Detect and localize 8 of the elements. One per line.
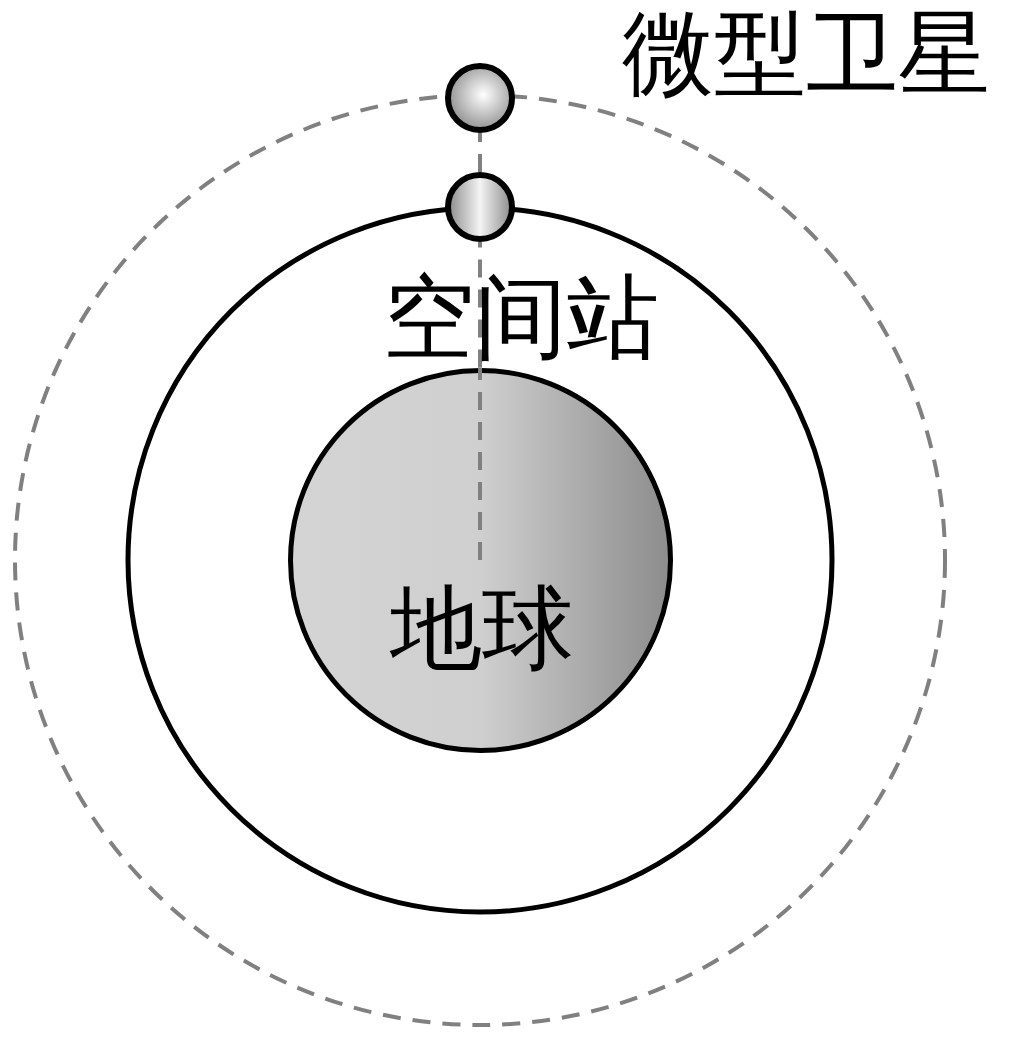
planet-circle: [287, 367, 673, 753]
satellite-circle: [445, 63, 515, 133]
node-label: 地球: [390, 583, 574, 675]
node-label: 微型卫星: [622, 8, 990, 100]
connector-line: [478, 133, 482, 172]
satellite-circle: [445, 172, 515, 242]
node-label: 空间站: [383, 272, 659, 364]
connector-line: [478, 242, 482, 368]
